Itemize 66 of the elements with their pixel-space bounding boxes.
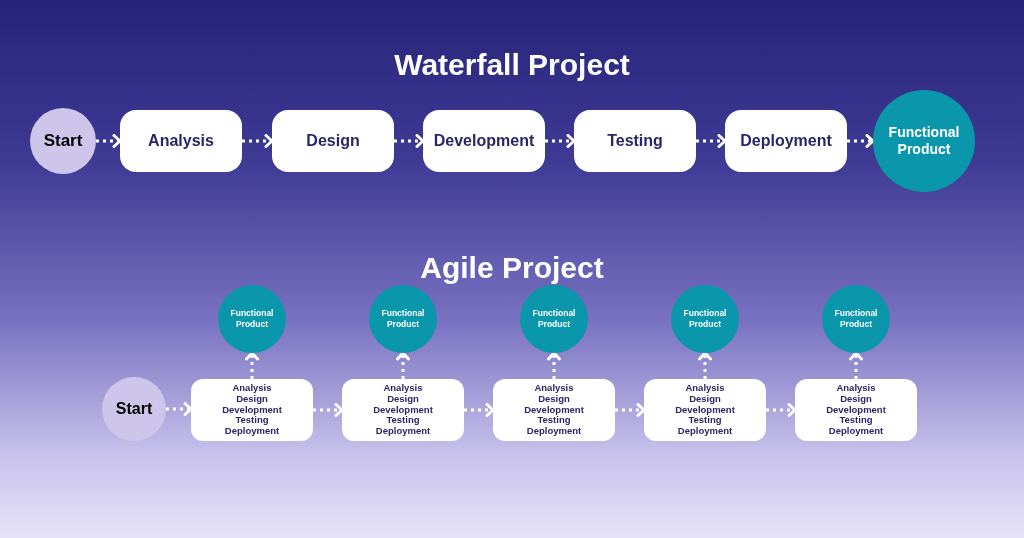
process-box <box>725 110 847 172</box>
arrow <box>242 134 274 148</box>
arrow <box>464 403 495 417</box>
arrow <box>313 403 344 417</box>
node-label: Development <box>373 404 433 416</box>
node-label: Design <box>538 394 570 405</box>
node-label: Development <box>826 404 886 416</box>
arrow <box>547 351 561 379</box>
node-label: Testing <box>537 415 571 426</box>
iteration-box <box>795 379 917 441</box>
arrow <box>166 402 193 416</box>
process-box <box>423 110 545 172</box>
arrow <box>396 351 410 379</box>
node-label: Analysis <box>836 383 876 395</box>
node-label: Deployment <box>224 425 280 437</box>
node-label: Analysis <box>148 131 214 151</box>
node-label: Development <box>222 404 282 416</box>
arrow <box>698 351 712 379</box>
node-label: Functional Product <box>531 308 577 330</box>
node-label: Design <box>306 131 360 151</box>
node-label: Analysis <box>534 383 574 395</box>
process-box <box>272 110 394 172</box>
node-label: Design <box>840 394 872 405</box>
node-label: Functional Product <box>682 308 728 330</box>
arrow <box>696 134 727 148</box>
node-label: Design <box>387 394 419 405</box>
arrow <box>545 134 576 148</box>
process-box <box>120 110 242 172</box>
node-label: Deployment <box>526 425 582 437</box>
arrow <box>394 134 425 148</box>
iteration-box <box>342 379 464 441</box>
node-label: Analysis <box>685 383 725 395</box>
iteration-box <box>493 379 615 441</box>
node-label: Analysis <box>232 383 272 395</box>
node-label: Start <box>43 130 83 153</box>
node-label: Functional Product <box>833 308 879 330</box>
node-label: Functional Product <box>229 308 275 330</box>
node-label: Development <box>675 404 735 416</box>
section-title: Agile Project <box>420 250 604 286</box>
node-label: Design <box>236 394 268 405</box>
node-label: Testing <box>607 131 663 151</box>
arrow <box>615 403 646 417</box>
arrow <box>96 134 122 148</box>
diagram-title: Waterfall Project <box>394 47 630 83</box>
node-label: Deployment <box>375 425 431 437</box>
arrow <box>847 134 875 148</box>
node-label: Development <box>524 404 584 416</box>
iteration-box <box>191 379 313 441</box>
node-label: Deployment <box>740 131 832 151</box>
iteration-box <box>644 379 766 441</box>
arrow <box>245 351 259 379</box>
node-label: Testing <box>839 415 873 426</box>
node-label: Functional Product <box>380 308 426 330</box>
node-label: Start <box>115 399 153 419</box>
node-label: Deployment <box>677 425 733 437</box>
node-label: Development <box>433 131 535 151</box>
node-label: Testing <box>386 415 420 426</box>
arrow <box>766 403 797 417</box>
node-label: Functional Product <box>887 123 961 159</box>
node-label: Testing <box>235 415 269 426</box>
node-label: Testing <box>688 415 722 426</box>
arrow <box>849 351 863 379</box>
node-label: Analysis <box>383 383 423 395</box>
node-label: Design <box>689 394 721 405</box>
node-label: Deployment <box>828 425 884 437</box>
process-box <box>574 110 696 172</box>
